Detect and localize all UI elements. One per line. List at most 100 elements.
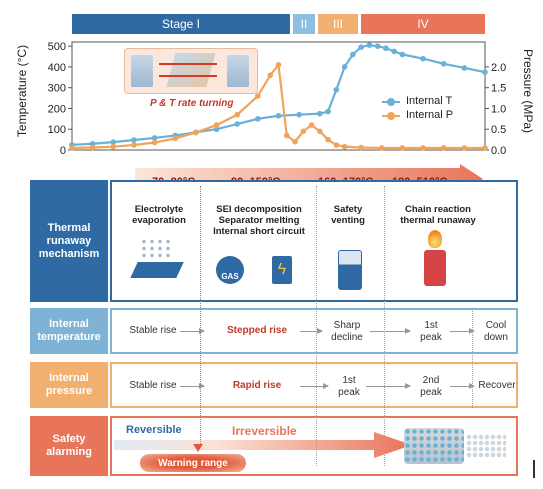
venting-cell-icon — [338, 250, 362, 290]
smoke-icon — [466, 434, 506, 458]
y-axis-title: Temperature (°C) — [15, 44, 29, 138]
alarm-row-label: Safety alarming — [30, 416, 108, 476]
red-arrow-left — [159, 75, 217, 77]
series-point-pressure — [358, 144, 364, 151]
inset-box — [124, 48, 258, 94]
temp-arrow-4 — [450, 328, 475, 334]
press-item-1: Stable rise — [129, 380, 177, 391]
temp-arrow-3 — [370, 328, 411, 334]
pressure-row-box — [110, 362, 518, 408]
legend-p-dot — [387, 112, 395, 120]
mechanism-row-label: Thermal runaway mechanism — [30, 180, 108, 302]
mech-item-1: Electrolyte evaporation — [132, 204, 186, 226]
reversible-label: Reversible — [126, 424, 182, 436]
y2-tick-label: 2.0 — [491, 62, 506, 74]
y-tick-label: 100 — [48, 124, 66, 136]
series-point-pressure — [420, 145, 426, 151]
mech-item-4: Chain reaction thermal runaway — [400, 204, 476, 226]
cell-image-mid — [166, 53, 216, 87]
divider-3 — [384, 186, 385, 466]
series-point-temperature — [482, 69, 488, 75]
series-point-temperature — [383, 45, 389, 52]
red-arrow-right — [159, 63, 217, 65]
temp-item-3: Sharp decline — [331, 320, 363, 343]
stage-3-bar: III — [318, 14, 358, 34]
series-point-temperature — [296, 111, 302, 118]
legend: Internal T Internal P — [382, 94, 492, 124]
mech-item-3: Safety venting — [331, 204, 365, 226]
series-point-pressure — [292, 138, 298, 145]
series-point-pressure — [267, 72, 274, 79]
short-circuit-icon: ϟ — [272, 256, 292, 284]
annotation-label: P & T rate turning — [150, 98, 234, 109]
series-point-pressure — [317, 128, 323, 135]
series-point-temperature — [151, 135, 158, 141]
series-point-temperature — [358, 44, 364, 50]
y-tick-label: 500 — [48, 41, 66, 53]
series-point-temperature — [255, 116, 261, 122]
series-point-pressure — [110, 143, 117, 150]
stage-2-bar: II — [293, 14, 315, 34]
mech-item-2: SEI decomposition Separator melting Inte… — [213, 204, 305, 237]
press-item-5: Recover — [478, 380, 516, 391]
temp-item-4: 1st peak — [420, 320, 442, 343]
electrolyte-evaporation-icon — [130, 262, 184, 278]
press-arrow-3 — [366, 383, 411, 389]
temp-arrow-1 — [180, 328, 205, 334]
series-point-pressure — [482, 145, 488, 151]
series-point-pressure — [89, 144, 96, 151]
y-tick-label: 400 — [48, 62, 66, 74]
series-point-temperature — [391, 48, 397, 55]
series-point-pressure — [275, 62, 282, 68]
mechanism-row-box — [110, 180, 518, 302]
stage-1-bar: Stage I — [72, 14, 290, 34]
irreversible-label: Irreversible — [232, 424, 297, 438]
legend-t-dot — [387, 98, 395, 106]
series-point-pressure — [461, 145, 468, 151]
series-point-pressure — [341, 143, 348, 150]
gas-gauge-icon: GAS — [216, 256, 244, 284]
series-point-pressure — [378, 145, 385, 151]
series-point-temperature — [110, 139, 117, 145]
legend-t-text: Internal T — [406, 95, 453, 107]
edge-mark — [533, 460, 535, 478]
plot-frame — [71, 41, 486, 151]
fire-icon — [428, 230, 442, 248]
divider-2 — [316, 186, 317, 466]
warning-marker-icon — [193, 444, 203, 452]
series-point-temperature — [333, 86, 340, 93]
press-item-4: 2nd peak — [420, 375, 442, 398]
pressure-row-label: Internal pressure — [30, 362, 108, 408]
divider-1 — [200, 186, 201, 446]
temp-item-1: Stable rise — [129, 325, 177, 336]
stage-1-label: Stage I — [161, 17, 201, 31]
temp-item-5: Cool down — [484, 320, 508, 343]
y-tick-label: 0 — [60, 145, 66, 157]
series-point-temperature — [420, 55, 426, 62]
series-point-pressure — [234, 111, 240, 118]
series-point-pressure — [399, 145, 406, 151]
series-point-temperature — [366, 42, 373, 48]
series-point-temperature — [234, 121, 240, 127]
stage-4-label: IV — [417, 17, 429, 31]
series-point-temperature — [440, 61, 447, 67]
y2-tick-label: 1.0 — [491, 103, 506, 115]
alarm-gradient-arrow — [114, 432, 412, 458]
legend-p-text: Internal P — [406, 109, 454, 121]
warning-range-badge: Warning range — [140, 454, 246, 472]
y2-tick-label: 0.0 — [491, 145, 506, 157]
series-point-pressure — [283, 132, 290, 139]
series-point-temperature — [341, 64, 348, 70]
series-point-pressure — [308, 122, 315, 128]
series-point-temperature — [399, 51, 406, 58]
series-point-temperature — [350, 51, 356, 58]
press-item-2: Rapid rise — [232, 380, 282, 391]
cell-image-left — [131, 55, 153, 87]
temperature-row-label: Internal temperature — [30, 308, 108, 354]
series-point-temperature — [461, 65, 468, 71]
series-point-pressure — [172, 135, 179, 142]
press-arrow-4 — [450, 383, 475, 389]
series-point-pressure — [69, 145, 75, 151]
series-point-pressure — [255, 93, 261, 99]
